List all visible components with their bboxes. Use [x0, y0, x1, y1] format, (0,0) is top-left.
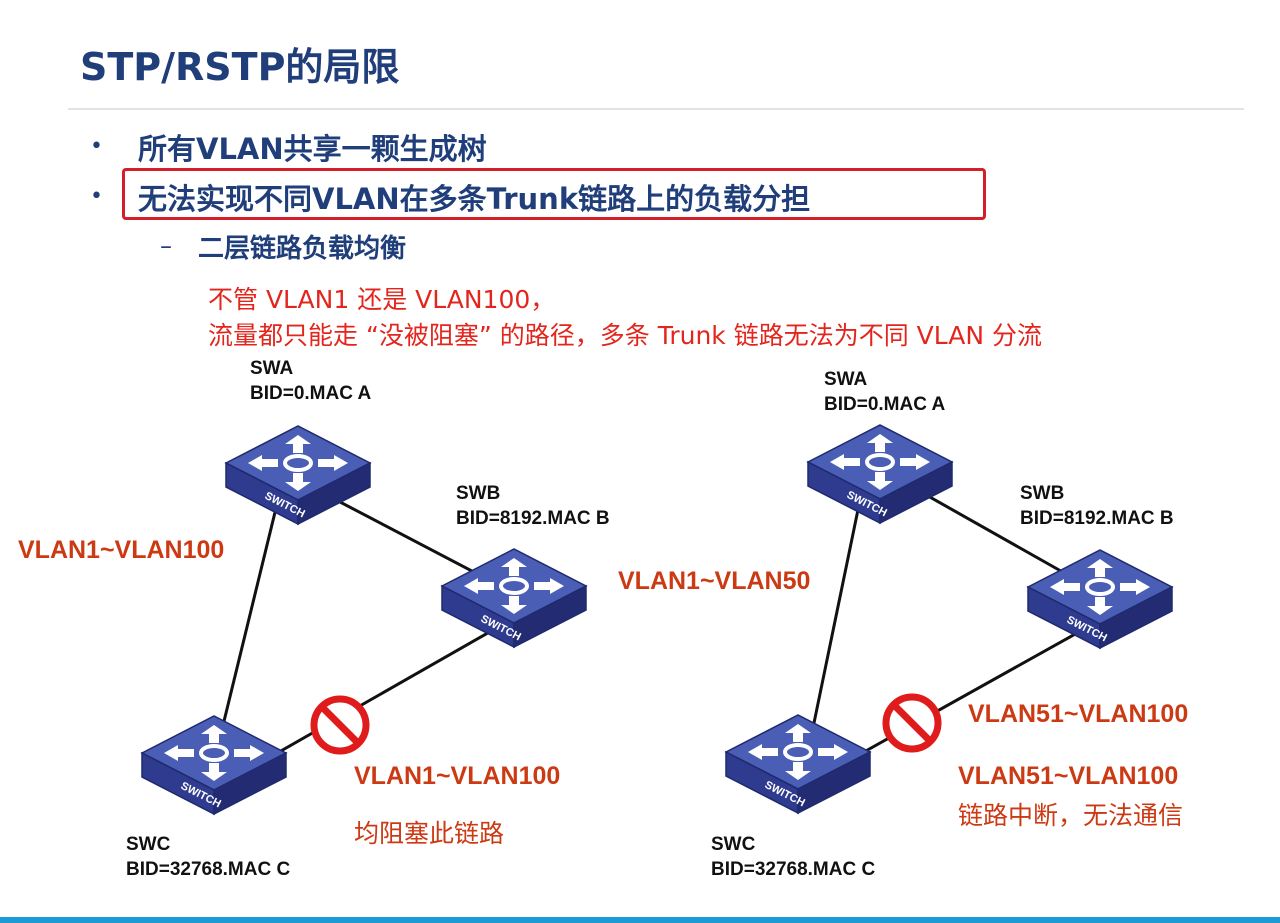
vlan-label-a-c-left: VLAN1~VLAN100 — [18, 536, 225, 564]
blocked-icon — [314, 699, 366, 751]
swb-bid: BID=8192.MAC B — [456, 508, 610, 529]
switch-icon — [440, 547, 588, 649]
swa-name: SWA — [824, 369, 868, 390]
sub-bullet-dash: – — [160, 232, 172, 260]
swa-name: SWA — [250, 358, 294, 379]
swa-bid: BID=0.MAC A — [824, 394, 946, 415]
swc-label-left: SWC BID=32768.MAC C — [126, 832, 290, 882]
switch-icon — [224, 424, 372, 526]
swa-label-left: SWA BID=0.MAC A — [250, 356, 371, 406]
vlan-label-a-c-right: VLAN1~VLAN50 — [618, 567, 811, 595]
swb-bid: BID=8192.MAC B — [1020, 508, 1174, 529]
bullet-dot: • — [90, 134, 103, 159]
link-swa-swc-left — [214, 499, 280, 755]
note-line-2: 流量都只能走 “没被阻塞” 的路径，多条 Trunk 链路无法为不同 VLAN … — [208, 321, 1043, 350]
link-swb-swc-left — [257, 624, 501, 766]
note-line-1: 不管 VLAN1 还是 VLAN100， — [208, 285, 556, 314]
blocked-note-right: 链路中断，无法通信 — [958, 801, 1184, 830]
swc-label-right: SWC BID=32768.MAC C — [711, 832, 875, 882]
link-swa-swc-right — [806, 499, 862, 753]
swc-bid: BID=32768.MAC C — [711, 859, 876, 880]
switch-icon — [140, 714, 288, 816]
swb-name: SWB — [1020, 483, 1065, 504]
title-divider — [68, 108, 1244, 110]
switch-icon — [806, 423, 954, 525]
swc-name: SWC — [711, 834, 756, 855]
swa-bid: BID=0.MAC A — [250, 383, 372, 404]
vlan-label-blocked-left: VLAN1~VLAN100 — [354, 762, 561, 790]
swc-bid: BID=32768.MAC C — [126, 859, 291, 880]
swc-name: SWC — [126, 834, 171, 855]
sub-bullet: 二层链路负载均衡 — [198, 234, 407, 264]
blocked-icon — [886, 697, 938, 749]
swa-label-right: SWA BID=0.MAC A — [824, 367, 945, 417]
swb-label-right: SWB BID=8192.MAC B — [1020, 481, 1174, 531]
switch-icon — [724, 713, 872, 815]
bullet-2: 无法实现不同VLAN在多条Trunk链路上的负载分担 — [138, 182, 811, 216]
page-title: STP/RSTP的局限 — [80, 45, 400, 89]
bullet-dot: • — [90, 184, 103, 209]
link-swb-swc-right — [845, 626, 1087, 764]
vlan-label-b-c-right: VLAN51~VLAN100 — [968, 700, 1189, 728]
blocked-note-left: 均阻塞此链路 — [354, 819, 505, 848]
vlan-label-blocked-right: VLAN51~VLAN100 — [958, 762, 1179, 790]
footer-bar — [0, 917, 1280, 923]
bullet-1: 所有VLAN共享一颗生成树 — [138, 132, 487, 166]
swb-label-left: SWB BID=8192.MAC B — [456, 481, 610, 531]
highlight-box — [122, 168, 986, 220]
swb-name: SWB — [456, 483, 501, 504]
